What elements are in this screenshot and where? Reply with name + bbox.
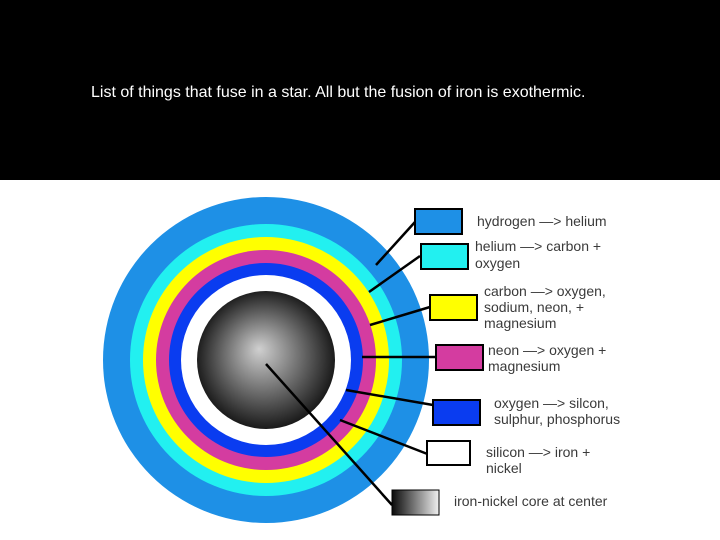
slide-caption: List of things that fuse in a star. All … bbox=[91, 84, 586, 101]
neon-swatch bbox=[435, 344, 484, 371]
caption-banner: List of things that fuse in a star. All … bbox=[0, 0, 720, 180]
legend-core: iron-nickel core at center bbox=[454, 493, 608, 509]
leader-line-silicon bbox=[339, 418, 431, 457]
helium-swatch bbox=[420, 243, 469, 270]
leader-line-oxygen bbox=[345, 388, 434, 407]
carbon-swatch bbox=[429, 294, 478, 321]
legend-hydrogen: hydrogen —> helium bbox=[477, 213, 607, 229]
star-fusion-diagram: hydrogen —> helium helium —> carbon + ox… bbox=[103, 197, 620, 523]
leader-line-helium bbox=[368, 254, 421, 294]
core-swatch bbox=[391, 489, 440, 516]
leader-line-core bbox=[265, 363, 393, 506]
oxygen-swatch bbox=[432, 399, 481, 426]
legend-silicon: silicon —> iron + nickel bbox=[486, 444, 594, 476]
iron-nickel-core bbox=[197, 291, 335, 429]
leader-line-carbon bbox=[369, 305, 431, 327]
leader-lines bbox=[265, 221, 436, 506]
leader-line-hydrogen bbox=[375, 221, 416, 266]
legend-carbon: carbon —> oxygen, sodium, neon, + magnes… bbox=[484, 283, 610, 331]
hydrogen-swatch bbox=[414, 208, 463, 235]
silicon-swatch bbox=[426, 440, 471, 466]
legend-neon: neon —> oxygen + magnesium bbox=[488, 342, 610, 374]
legend-helium: helium —> carbon + oxygen bbox=[475, 238, 605, 271]
legend-oxygen: oxygen —> silcon, sulphur, phosphorus bbox=[494, 395, 620, 427]
